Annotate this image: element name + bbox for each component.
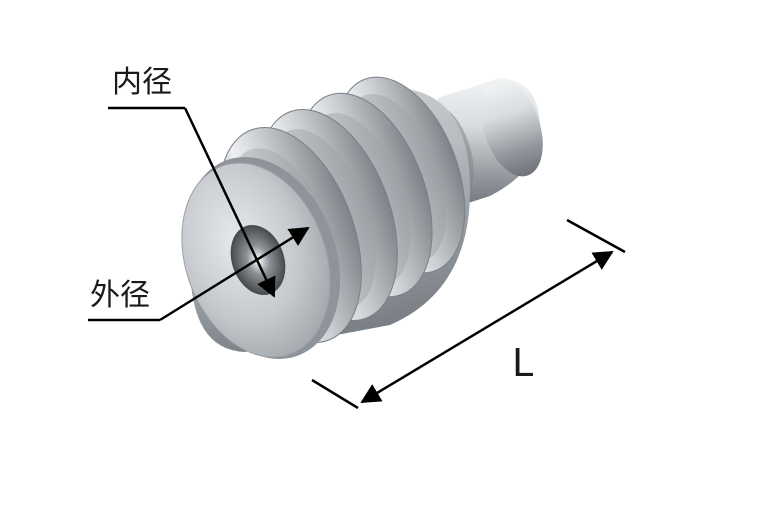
inner-diameter-annotation: 内径 — [108, 65, 276, 298]
length-label: L — [512, 341, 533, 385]
length-arrow — [360, 250, 614, 404]
extension-line-left — [311, 378, 359, 410]
outer-diameter-label: 外径 — [90, 278, 150, 313]
length-dimension: L — [311, 218, 626, 410]
outer-diameter-annotation: 外径 — [88, 226, 310, 322]
extension-line-right — [566, 218, 626, 254]
inner-diameter-label: 内径 — [112, 65, 172, 100]
